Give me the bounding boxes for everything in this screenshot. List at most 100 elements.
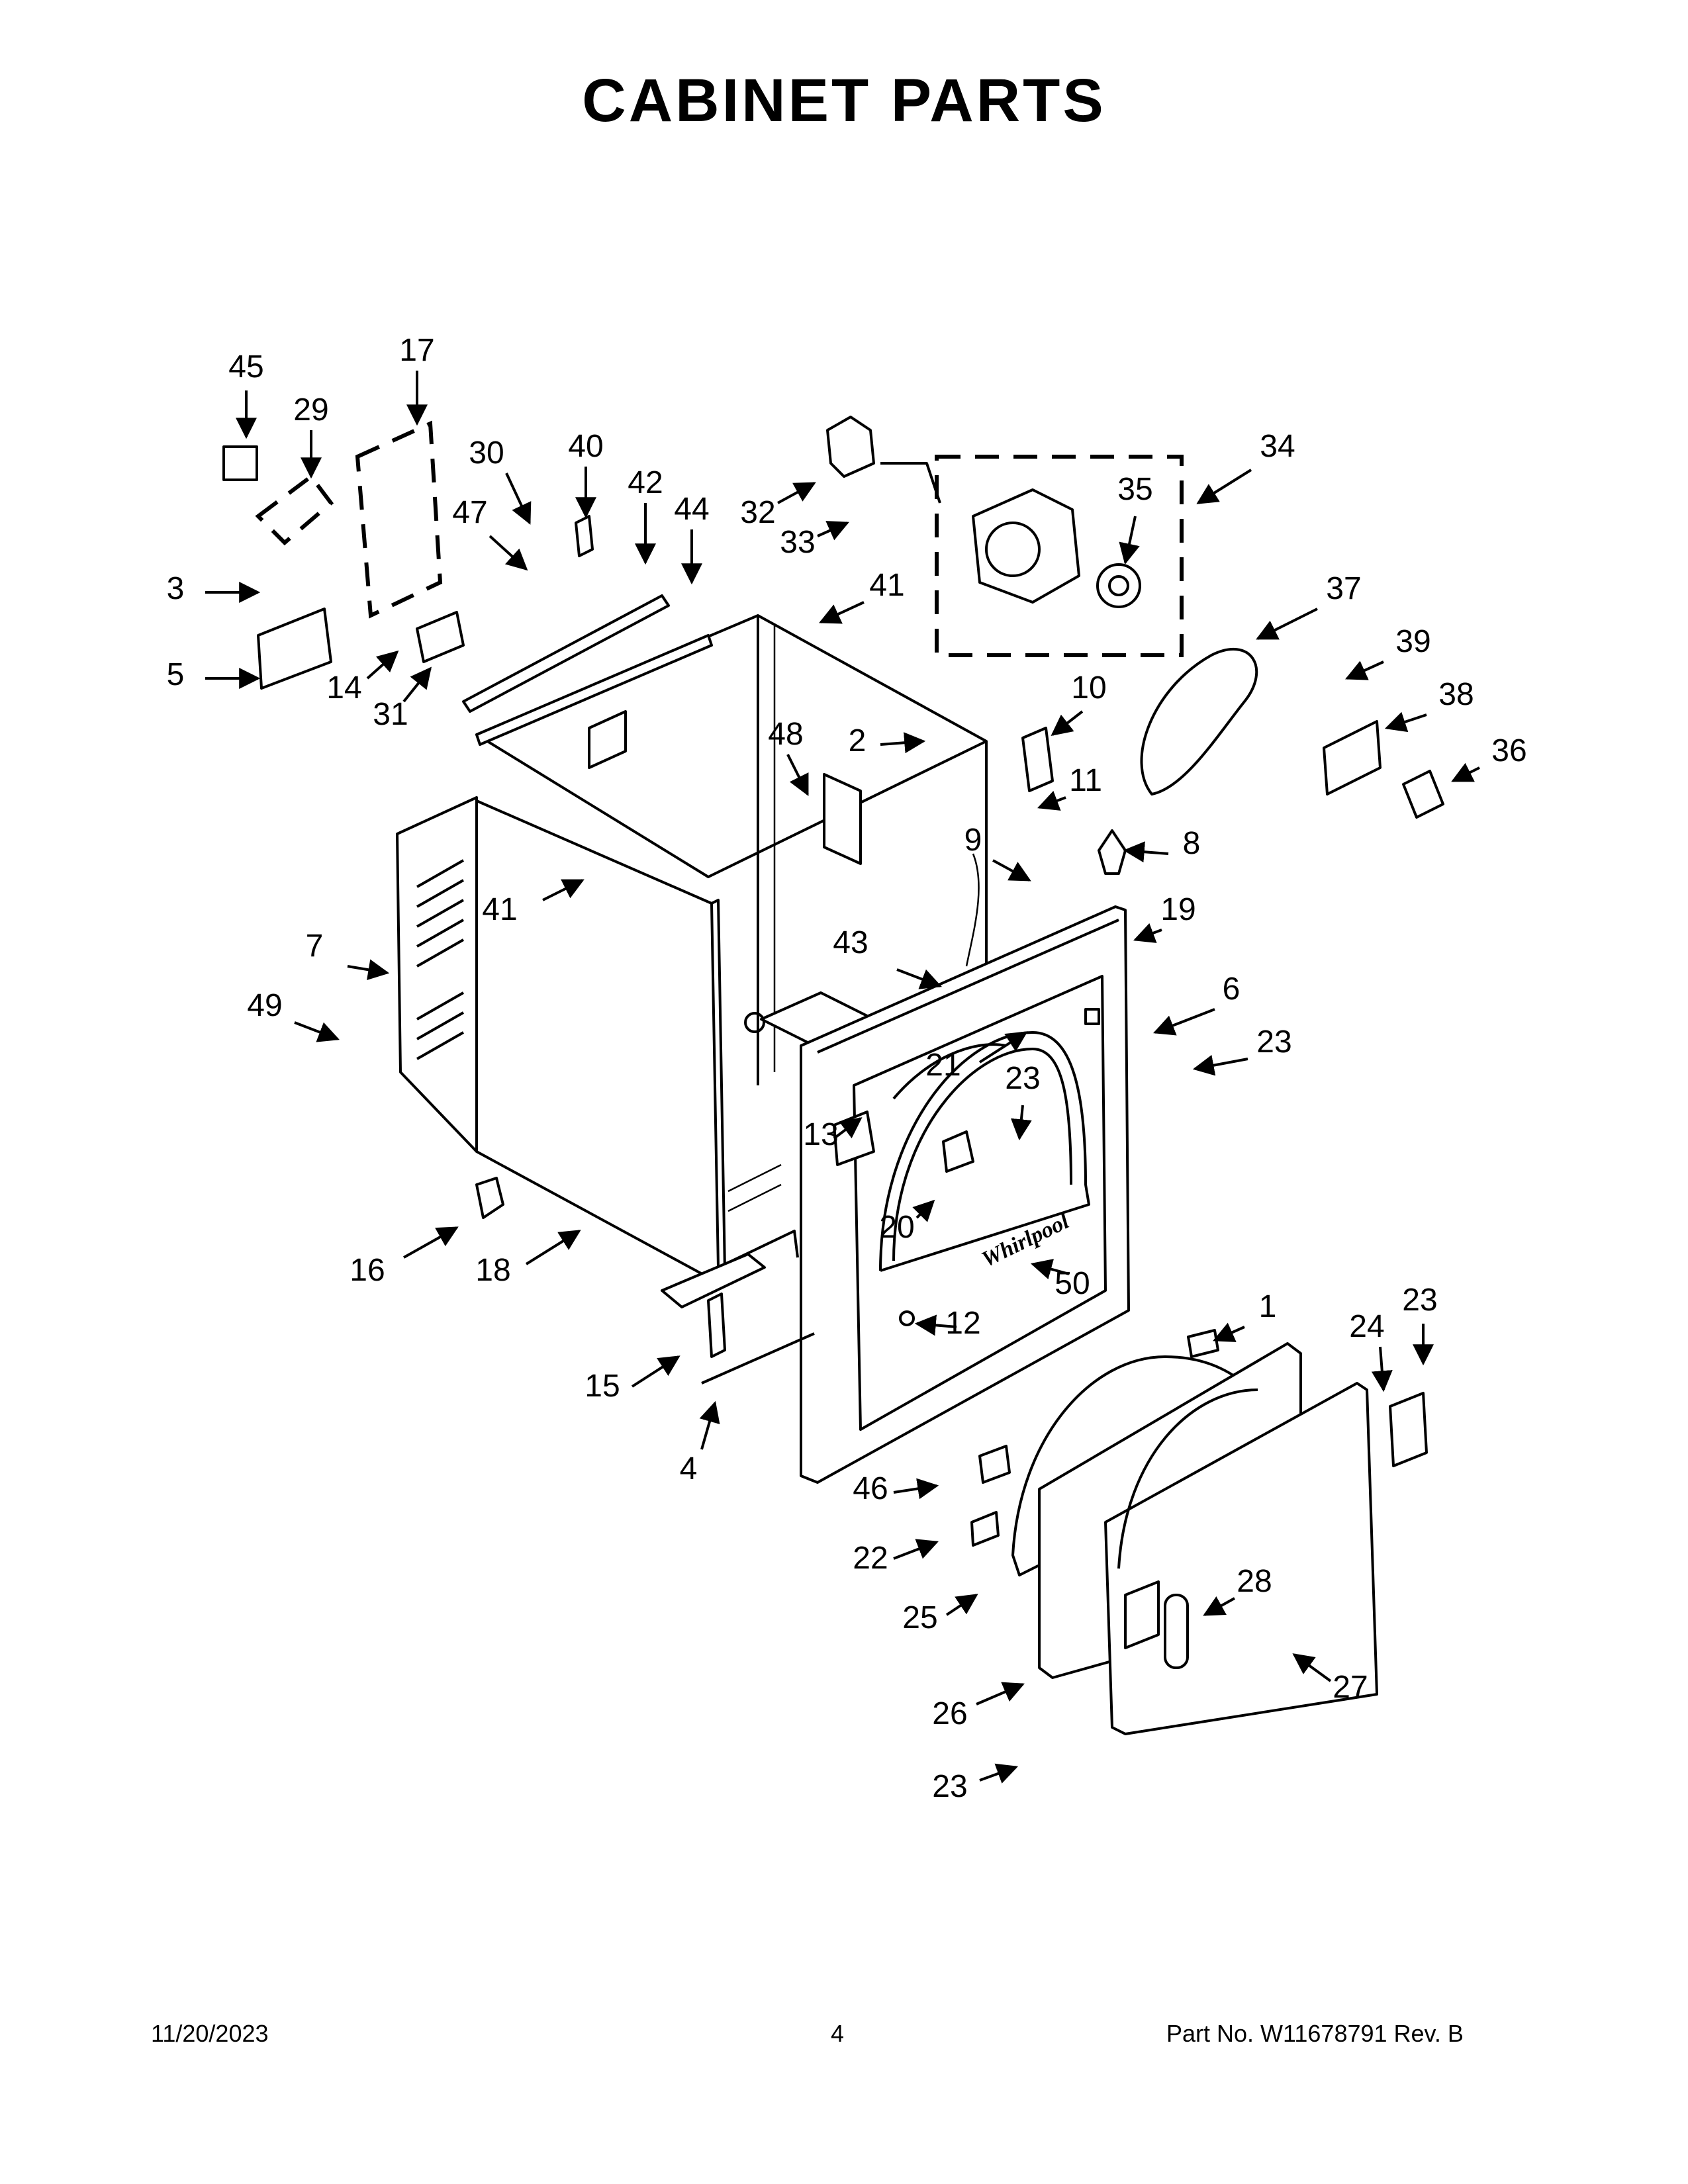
callout-7: 7 — [306, 929, 324, 964]
callout-leader-32 — [777, 482, 816, 504]
callout-37: 37 — [1326, 571, 1361, 606]
misc-lower-parts — [475, 1177, 815, 1385]
callout-leader-27 — [1292, 1653, 1332, 1682]
callout-23: 23 — [932, 1769, 967, 1804]
callout-leader-39 — [1345, 660, 1384, 680]
callout-leader-22 — [893, 1539, 939, 1560]
callout-35: 35 — [1117, 472, 1152, 507]
callout-20: 20 — [879, 1210, 914, 1245]
callout-leader-18 — [525, 1230, 581, 1265]
callout-leader-37 — [1256, 608, 1318, 640]
callout-leader-36 — [1451, 762, 1480, 782]
callout-41: 41 — [482, 892, 517, 927]
callout-47: 47 — [452, 495, 487, 530]
callout-41: 41 — [869, 568, 904, 603]
callout-11: 11 — [1069, 763, 1102, 798]
callout-1: 1 — [1259, 1289, 1277, 1324]
callout-leader-23 — [1010, 1105, 1032, 1141]
callout-9: 9 — [964, 823, 982, 858]
callout-36: 36 — [1491, 733, 1526, 768]
callout-6: 6 — [1223, 972, 1241, 1007]
callout-leader-50 — [1030, 1259, 1070, 1280]
callout-leader-2 — [880, 732, 926, 754]
callout-42: 42 — [628, 465, 663, 500]
callout-leader-33 — [817, 521, 849, 541]
callout-10: 10 — [1071, 670, 1106, 705]
callout-15: 15 — [585, 1369, 620, 1404]
callout-21: 21 — [925, 1048, 961, 1083]
callout-leader-1 — [1213, 1322, 1245, 1342]
callout-33: 33 — [780, 525, 815, 560]
callout-46: 46 — [853, 1471, 888, 1506]
callout-leader-34 — [1196, 469, 1252, 504]
callout-49: 49 — [247, 988, 282, 1023]
callout-5: 5 — [167, 657, 185, 692]
callout-leader-10 — [1051, 710, 1084, 736]
callout-13: 13 — [803, 1117, 838, 1152]
leader-arrows — [205, 371, 1480, 1784]
callout-leader-13 — [833, 1117, 863, 1140]
callout-leader-48 — [786, 754, 809, 796]
callout-leader-16 — [403, 1226, 459, 1259]
callout-23: 23 — [1005, 1061, 1040, 1096]
small-parts — [222, 420, 594, 690]
callout-leader-4 — [699, 1400, 720, 1450]
callout-2: 2 — [849, 723, 867, 758]
page-title: CABINET PARTS — [582, 67, 1106, 134]
callout-leader-46 — [893, 1478, 939, 1500]
callout-leader-11 — [1037, 790, 1066, 811]
drive-assembly — [826, 416, 1444, 875]
callout-26: 26 — [932, 1696, 967, 1731]
callout-leader-41 — [542, 879, 585, 901]
callout-19: 19 — [1160, 892, 1196, 927]
callout-leader-31 — [402, 666, 432, 703]
callout-17: 17 — [399, 333, 434, 368]
callout-leader-41 — [819, 601, 865, 624]
callout-30: 30 — [469, 435, 504, 471]
footer-part-number: Part No. W11678791 Rev. B — [1166, 2020, 1464, 2047]
callout-leader-30 — [505, 473, 532, 525]
callout-25: 25 — [902, 1600, 937, 1635]
callout-12: 12 — [945, 1306, 980, 1341]
callout-4: 4 — [680, 1451, 698, 1486]
callout-leader-23 — [1192, 1054, 1248, 1076]
footer-page-number: 4 — [831, 2020, 845, 2047]
callout-22: 22 — [853, 1541, 888, 1576]
callout-leader-38 — [1384, 711, 1427, 733]
callout-50: 50 — [1055, 1266, 1090, 1301]
callout-23: 23 — [1402, 1283, 1437, 1318]
callout-leader-21 — [978, 1031, 1028, 1064]
callout-48: 48 — [768, 717, 803, 752]
front-panel: Whirlpool — [800, 905, 1130, 1484]
callout-18: 18 — [475, 1253, 510, 1288]
callout-leader-49 — [294, 1021, 340, 1042]
callout-23: 23 — [1256, 1024, 1291, 1060]
callout-leader-47 — [489, 535, 528, 571]
callout-leader-14 — [366, 650, 399, 680]
callout-39: 39 — [1395, 624, 1430, 659]
callout-34: 34 — [1260, 429, 1295, 464]
callout-31: 31 — [373, 697, 408, 732]
callout-leader-25 — [945, 1594, 978, 1616]
cabinet-body — [396, 594, 988, 1279]
callout-leader-9 — [992, 859, 1031, 882]
callout-43: 43 — [833, 925, 868, 960]
callout-8: 8 — [1183, 826, 1201, 861]
footer-date: 11/20/2023 — [151, 2020, 269, 2047]
callout-28: 28 — [1237, 1564, 1272, 1599]
callout-leader-23 — [979, 1763, 1019, 1784]
callout-leader-7 — [347, 959, 390, 981]
callout-3: 3 — [167, 571, 185, 606]
door-assembly — [970, 1329, 1428, 1735]
callout-leader-20 — [912, 1199, 935, 1222]
callout-leader-8 — [1123, 841, 1169, 863]
callout-leader-15 — [631, 1355, 680, 1388]
callout-45: 45 — [228, 349, 263, 385]
callout-leader-24 — [1371, 1346, 1393, 1392]
callout-32: 32 — [740, 495, 775, 530]
callout-24: 24 — [1349, 1309, 1384, 1344]
callout-16: 16 — [350, 1253, 385, 1288]
callout-leader-28 — [1203, 1596, 1235, 1616]
